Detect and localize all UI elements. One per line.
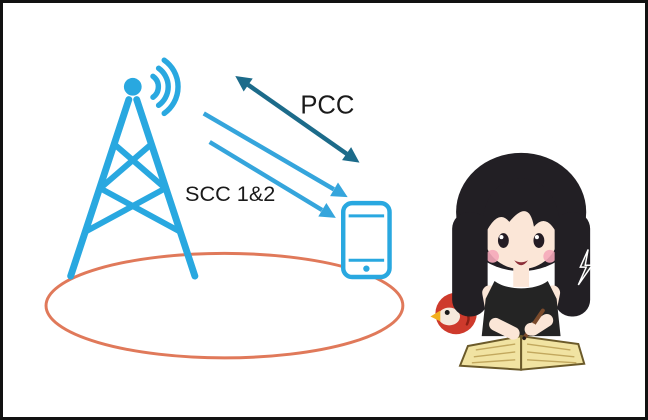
tower-brace bbox=[111, 141, 169, 192]
coverage-ellipse bbox=[44, 251, 405, 360]
eye-highlight bbox=[499, 235, 504, 240]
radio-waves-icon bbox=[150, 57, 181, 117]
wave-arc bbox=[161, 57, 181, 117]
scc-arrow-1 bbox=[202, 111, 348, 198]
girl-mouth bbox=[514, 260, 529, 266]
pcc-arrow bbox=[235, 75, 360, 163]
scc-arrowhead-1 bbox=[330, 182, 348, 198]
wave-arc bbox=[150, 73, 162, 100]
smartphone-icon bbox=[341, 200, 392, 280]
bird-beak-icon bbox=[430, 310, 441, 322]
girl-right-eye bbox=[533, 233, 545, 248]
girl-blush-left bbox=[486, 249, 499, 263]
tower-brace bbox=[97, 185, 184, 235]
pcc-arrow-shaft bbox=[246, 82, 348, 156]
notebook-lines bbox=[471, 343, 577, 364]
phone-body bbox=[341, 200, 392, 280]
notebook-right-page bbox=[520, 335, 586, 371]
tower-antenna-dot bbox=[123, 77, 142, 96]
girl-hair-lock-right bbox=[554, 211, 591, 317]
scc-arrow-2-shaft bbox=[208, 140, 324, 212]
girl-left-eye bbox=[497, 233, 509, 248]
girl-left-forearm bbox=[489, 317, 520, 340]
pcc-arrowhead-down bbox=[342, 147, 360, 163]
lightning-earring-icon bbox=[577, 249, 594, 286]
girl-bangs bbox=[481, 178, 561, 242]
girl-illustration bbox=[452, 152, 594, 371]
wave-arc bbox=[155, 65, 171, 109]
bird-face-patch bbox=[438, 307, 461, 326]
scc-arrow-1-shaft bbox=[202, 111, 335, 192]
pcc-label: PCC bbox=[300, 91, 354, 119]
notebook-icon bbox=[458, 334, 586, 371]
scc-arrowhead-2 bbox=[318, 203, 336, 218]
tower-brace bbox=[82, 185, 169, 235]
scc-arrow-2 bbox=[208, 140, 336, 218]
diagram-svg: PCC SCC 1&2 bbox=[44, 57, 594, 371]
bird-eye bbox=[444, 310, 450, 315]
phone-home-button bbox=[363, 265, 370, 272]
girl-hair-lock-left bbox=[452, 211, 488, 317]
girl-hand bbox=[524, 322, 538, 336]
pencil-tip bbox=[522, 336, 526, 340]
scc-label: SCC 1&2 bbox=[185, 181, 275, 206]
eye-highlight bbox=[534, 235, 539, 240]
girl-blush-right bbox=[543, 249, 557, 263]
girl-eyes bbox=[497, 233, 545, 248]
cell-tower-icon bbox=[67, 77, 199, 280]
pcc-arrowhead-up bbox=[235, 75, 253, 92]
tower-brace bbox=[97, 141, 155, 192]
